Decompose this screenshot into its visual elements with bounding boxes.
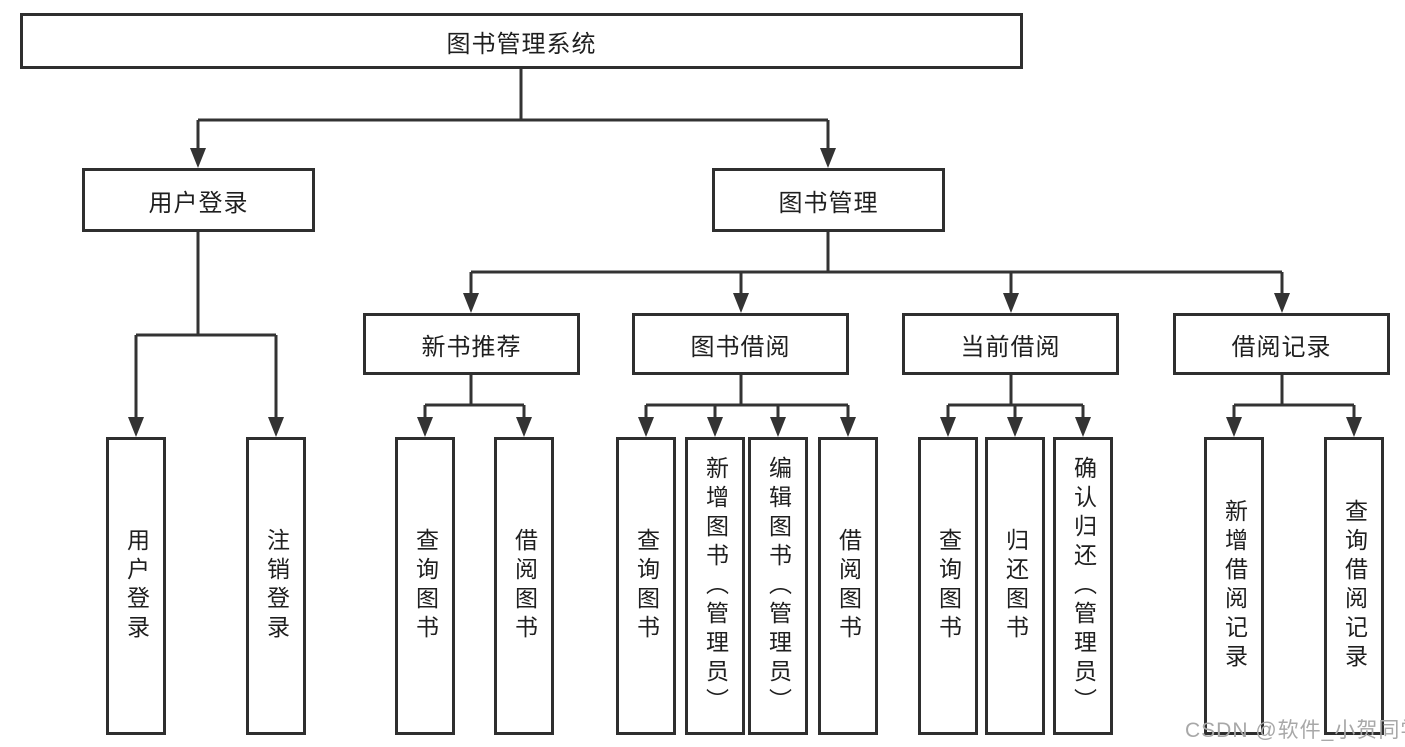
- node-label: 编辑图书（管理员）: [765, 455, 792, 717]
- arrow-down-icon: [840, 417, 856, 437]
- node-current-borrowing: 当前借阅: [902, 313, 1119, 375]
- node-label: 新增图书（管理员）: [702, 455, 729, 717]
- arrow-down-icon: [1075, 417, 1091, 437]
- connector-book-borrowing-children: [644, 375, 850, 421]
- arrow-down-icon: [1274, 293, 1290, 313]
- node-borrowing-records: 借阅记录: [1173, 313, 1390, 375]
- leaf-query-books: 查询图书: [395, 437, 455, 735]
- arrow-down-icon: [770, 417, 786, 437]
- connector-root-to-level2: [196, 69, 830, 150]
- arrow-down-icon: [516, 417, 532, 437]
- leaf-add-book-admin: 新增图书（管理员）: [685, 437, 745, 735]
- leaf-query-books: 查询图书: [616, 437, 676, 735]
- node-label: 图书借阅: [690, 333, 791, 361]
- leaf-borrow-books: 借阅图书: [818, 437, 878, 735]
- arrow-down-icon: [733, 293, 749, 313]
- arrow-down-icon: [638, 417, 654, 437]
- csdn-watermark: CSDN @软件_小贺同学: [1185, 719, 1405, 742]
- node-label: 借阅图书: [835, 528, 862, 644]
- node-label: 查询图书: [412, 528, 439, 644]
- node-label: 新书推荐: [421, 333, 522, 361]
- node-label: 图书管理系统: [446, 30, 597, 58]
- arrow-down-icon: [1226, 417, 1242, 437]
- node-library-system: 图书管理系统: [20, 13, 1023, 69]
- connector-user-login-children: [134, 232, 278, 421]
- node-label: 借阅记录: [1231, 333, 1332, 361]
- node-label: 查询借阅记录: [1341, 499, 1368, 673]
- leaf-borrow-books: 借阅图书: [494, 437, 554, 735]
- connector-borrowing-records-children: [1232, 375, 1356, 421]
- node-book-borrowing: 图书借阅: [632, 313, 849, 375]
- leaf-query-borrow-record: 查询借阅记录: [1324, 437, 1384, 735]
- connector-book-management-children: [469, 232, 1284, 297]
- leaf-add-borrow-record: 新增借阅记录: [1204, 437, 1264, 735]
- leaf-return-books: 归还图书: [985, 437, 1045, 735]
- node-user-login: 用户登录: [82, 168, 315, 232]
- arrow-down-icon: [820, 148, 836, 168]
- arrow-down-icon: [190, 148, 206, 168]
- arrow-down-icon: [463, 293, 479, 313]
- node-label: 当前借阅: [960, 333, 1061, 361]
- node-label: 新增借阅记录: [1221, 499, 1248, 673]
- node-label: 用户登录: [148, 189, 249, 217]
- arrow-down-icon: [1346, 417, 1362, 437]
- node-label: 确认归还（管理员）: [1070, 455, 1097, 717]
- node-label: 归还图书: [1002, 528, 1029, 644]
- node-label: 查询图书: [935, 528, 962, 644]
- connector-new-book-recommend-children: [423, 375, 526, 421]
- leaf-query-books: 查询图书: [918, 437, 978, 735]
- node-label: 注销登录: [263, 528, 290, 644]
- node-book-management: 图书管理: [712, 168, 945, 232]
- node-label: 图书管理: [778, 189, 879, 217]
- arrow-down-icon: [940, 417, 956, 437]
- node-label: 用户登录: [123, 528, 150, 644]
- arrow-down-icon: [417, 417, 433, 437]
- arrow-down-icon: [268, 417, 284, 437]
- leaf-confirm-return-admin: 确认归还（管理员）: [1053, 437, 1113, 735]
- node-label: 借阅图书: [511, 528, 538, 644]
- connector-current-borrowing-children: [946, 375, 1085, 421]
- arrow-down-icon: [128, 417, 144, 437]
- leaf-user-login: 用户登录: [106, 437, 166, 735]
- leaf-edit-book-admin: 编辑图书（管理员）: [748, 437, 808, 735]
- arrow-down-icon: [1003, 293, 1019, 313]
- arrow-down-icon: [1007, 417, 1023, 437]
- leaf-logout: 注销登录: [246, 437, 306, 735]
- node-new-book-recommend: 新书推荐: [363, 313, 580, 375]
- arrow-down-icon: [707, 417, 723, 437]
- node-label: 查询图书: [633, 528, 660, 644]
